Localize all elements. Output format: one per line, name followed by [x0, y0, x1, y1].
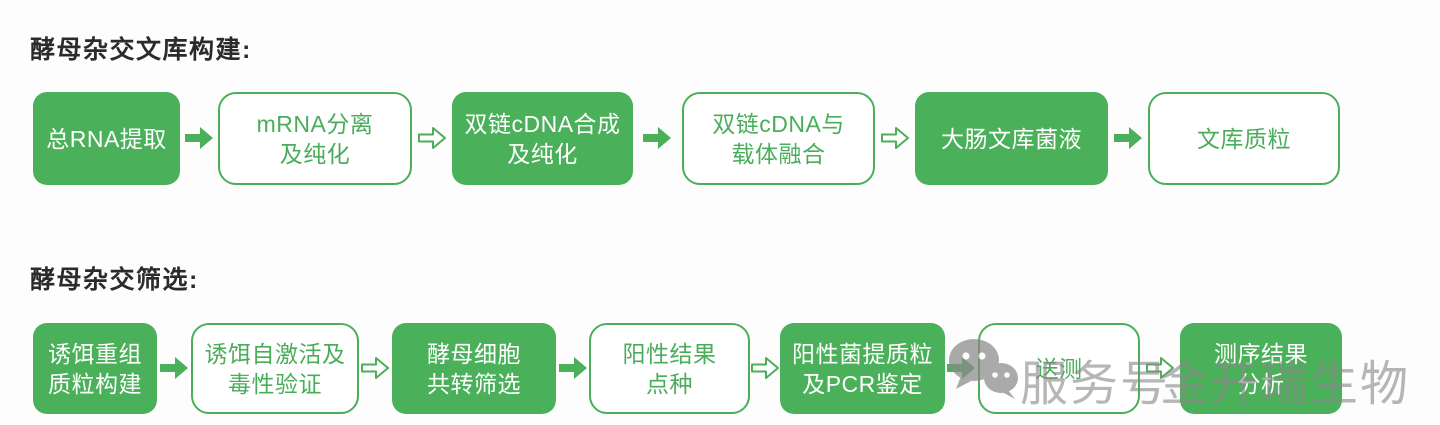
step-label: 大肠文库菌液 — [941, 125, 1082, 152]
step-label: 点种 — [646, 370, 693, 397]
step-label: 酵母细胞 — [427, 340, 521, 367]
step-library-plasmid: 文库质粒 — [1148, 92, 1340, 185]
arrow-hollow-icon — [360, 355, 390, 381]
step-label: 送测 — [1035, 355, 1083, 382]
arrow-filled-icon — [946, 355, 976, 381]
step-label: 测序结果 — [1214, 340, 1308, 367]
arrow-hollow-icon — [880, 125, 910, 151]
step-label: 文库质粒 — [1197, 125, 1291, 152]
arrow-hollow-icon — [750, 355, 780, 381]
step-ecoli-library-culture: 大肠文库菌液 — [915, 92, 1108, 185]
step-send-for-sequencing: 送测 — [978, 323, 1140, 414]
arrow-filled-icon — [1113, 125, 1143, 151]
step-label: 载体融合 — [731, 140, 826, 167]
step-yeast-cotransform-screening: 酵母细胞 共转筛选 — [392, 323, 556, 414]
step-label: 总RNA提取 — [46, 125, 167, 152]
step-label: mRNA分离 — [256, 110, 374, 137]
step-label: 阳性菌提质粒 — [792, 340, 933, 367]
step-total-rna-extraction: 总RNA提取 — [33, 92, 180, 185]
step-label: 双链cDNA合成 — [464, 110, 621, 137]
step-positive-plasmid-pcr-identification: 阳性菌提质粒 及PCR鉴定 — [780, 323, 945, 414]
step-label: 诱饵重组 — [48, 340, 142, 367]
arrow-filled-icon — [159, 355, 189, 381]
arrow-filled-icon — [642, 125, 672, 151]
step-label: 毒性验证 — [228, 370, 322, 397]
arrow-filled-icon — [184, 125, 214, 151]
step-positive-result-spotting: 阳性结果 点种 — [589, 323, 750, 414]
step-label: 阳性结果 — [622, 340, 717, 367]
step-mrna-isolation-purification: mRNA分离 及纯化 — [218, 92, 412, 185]
step-label: 及纯化 — [279, 140, 351, 167]
arrow-filled-icon — [558, 355, 588, 381]
section-title-hybrid-screening: 酵母杂交筛选: — [30, 266, 199, 294]
step-label: 分析 — [1237, 370, 1285, 397]
arrow-hollow-icon — [417, 125, 447, 151]
step-bait-recombinant-plasmid: 诱饵重组 质粒构建 — [33, 323, 157, 414]
step-label: 共转筛选 — [427, 370, 521, 397]
step-label: 质粒构建 — [48, 370, 142, 397]
step-ds-cdna-vector-fusion: 双链cDNA与 载体融合 — [682, 92, 875, 185]
step-sequencing-result-analysis: 测序结果 分析 — [1180, 323, 1342, 414]
step-label: 双链cDNA与 — [712, 110, 845, 137]
arrow-hollow-icon — [1145, 355, 1175, 381]
step-bait-autoactivation-toxicity: 诱饵自激活及 毒性验证 — [191, 323, 359, 414]
section-title-library-construction: 酵母杂交文库构建: — [30, 36, 252, 64]
step-label: 及PCR鉴定 — [802, 370, 923, 397]
step-ds-cdna-synthesis-purification: 双链cDNA合成 及纯化 — [452, 92, 633, 185]
step-label: 及纯化 — [507, 140, 578, 167]
step-label: 诱饵自激活及 — [204, 340, 346, 367]
